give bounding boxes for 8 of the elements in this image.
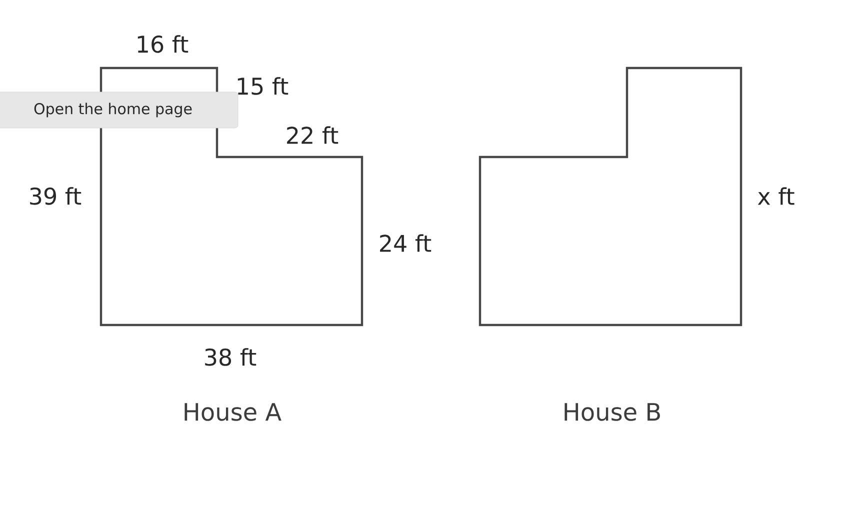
tooltip: Open the home page (0, 92, 238, 128)
dimension-label: 22 ft (287, 126, 338, 144)
house-caption: House B (564, 403, 660, 421)
floor-plan-outline (478, 66, 742, 326)
house-caption: House A (184, 403, 282, 421)
dimension-label: 38 ft (205, 348, 256, 366)
dimension-label: 15 ft (238, 77, 288, 95)
dimension-label: 24 ft (380, 234, 432, 252)
